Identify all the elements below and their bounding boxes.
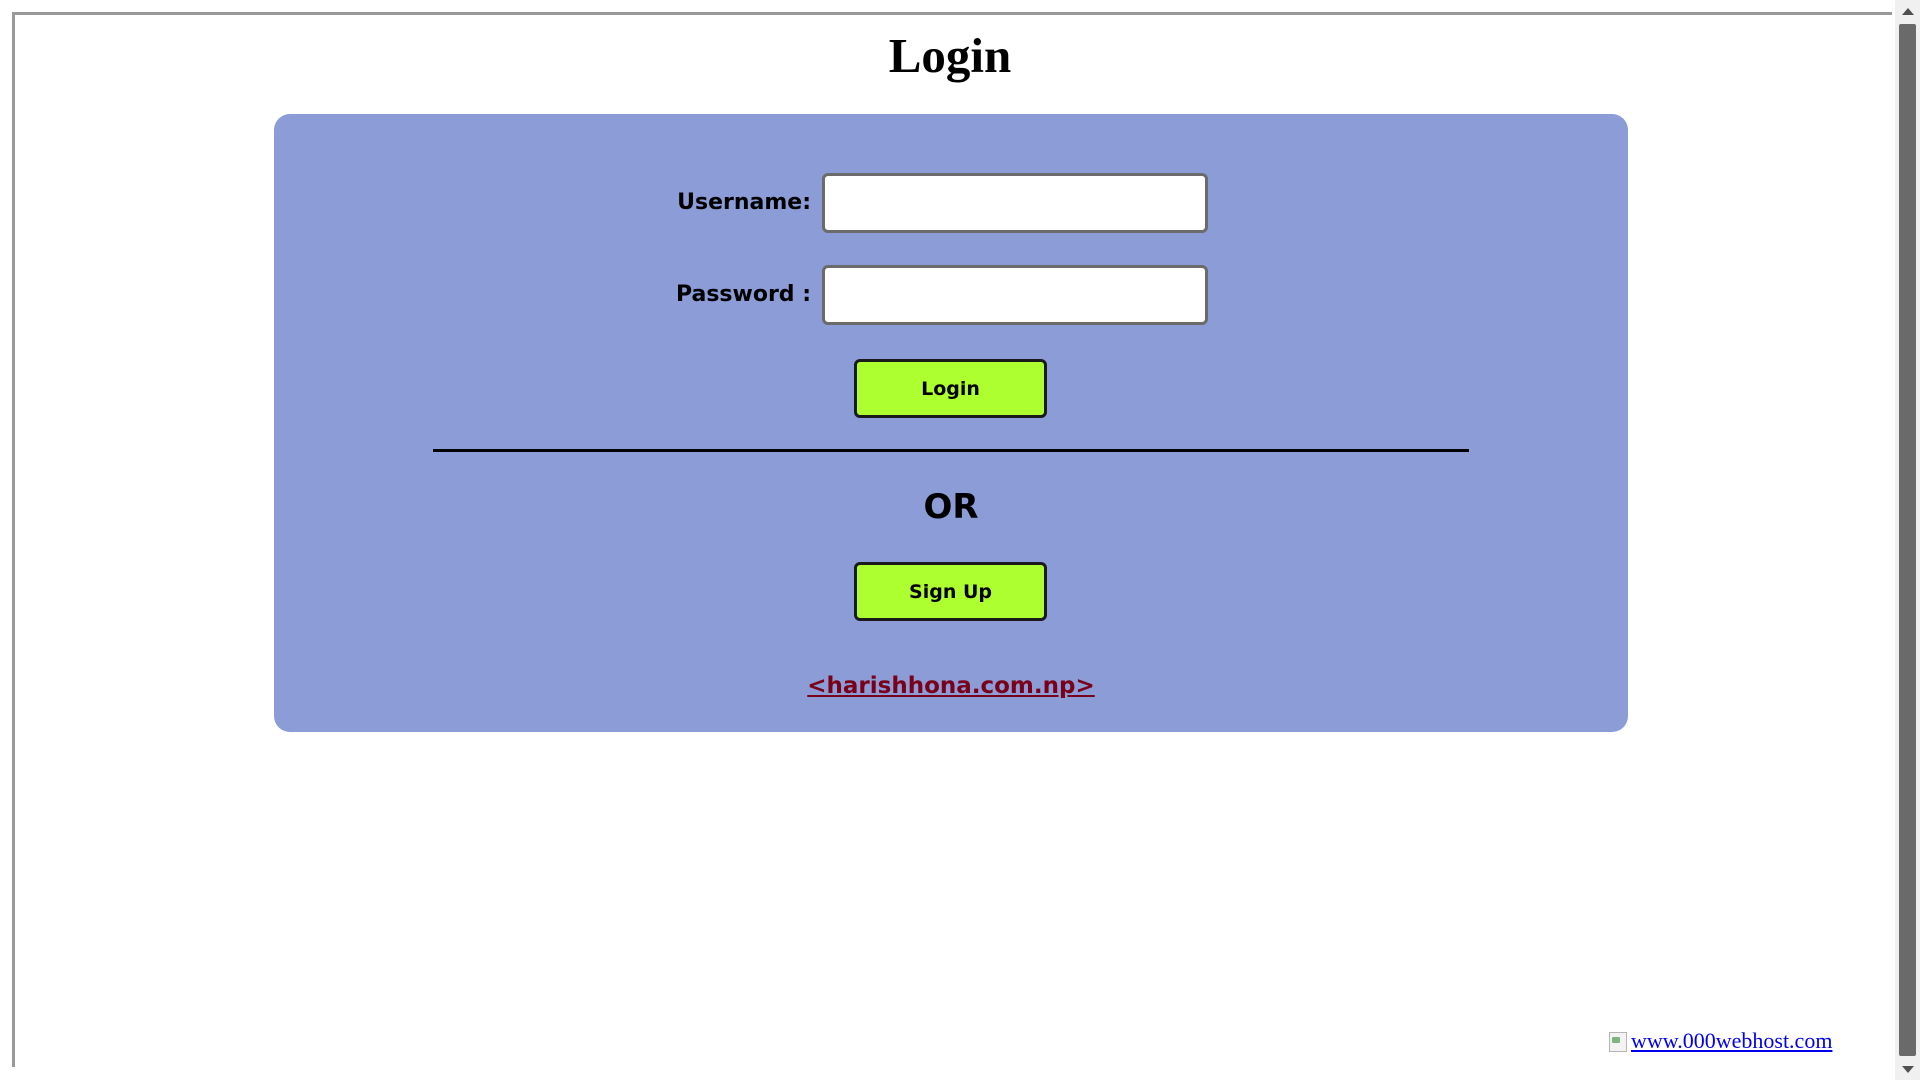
broken-image-icon	[1609, 1032, 1627, 1052]
password-row: Password :	[274, 265, 1628, 325]
password-label: Password :	[675, 282, 811, 307]
password-input[interactable]	[822, 265, 1208, 325]
footer-link-container: <harishhona.com.np>	[274, 673, 1628, 699]
signup-button[interactable]: Sign Up	[854, 562, 1047, 621]
divider	[433, 449, 1469, 452]
scroll-up-button[interactable]	[1895, 0, 1920, 22]
username-row: Username:	[274, 173, 1628, 233]
chevron-up-icon	[1901, 7, 1914, 15]
login-panel: Username: Password : Login OR Sign Up <h…	[274, 114, 1628, 732]
login-button[interactable]: Login	[854, 359, 1047, 418]
scroll-thumb[interactable]	[1899, 24, 1916, 1056]
host-badge-link[interactable]: www.000webhost.com	[1609, 1030, 1832, 1056]
or-separator-text: OR	[923, 487, 979, 527]
vertical-scrollbar[interactable]	[1895, 0, 1920, 1080]
footer-link[interactable]: <harishhona.com.np>	[807, 673, 1095, 699]
username-input[interactable]	[822, 173, 1208, 233]
scroll-down-button[interactable]	[1895, 1058, 1920, 1080]
page-title: Login	[888, 28, 1012, 83]
host-badge-alt-text: www.000webhost.com	[1631, 1028, 1833, 1053]
chevron-down-icon	[1901, 1065, 1914, 1073]
page-frame: Login Username: Password : Login OR Sign…	[12, 12, 1892, 1067]
username-label: Username:	[677, 190, 811, 215]
